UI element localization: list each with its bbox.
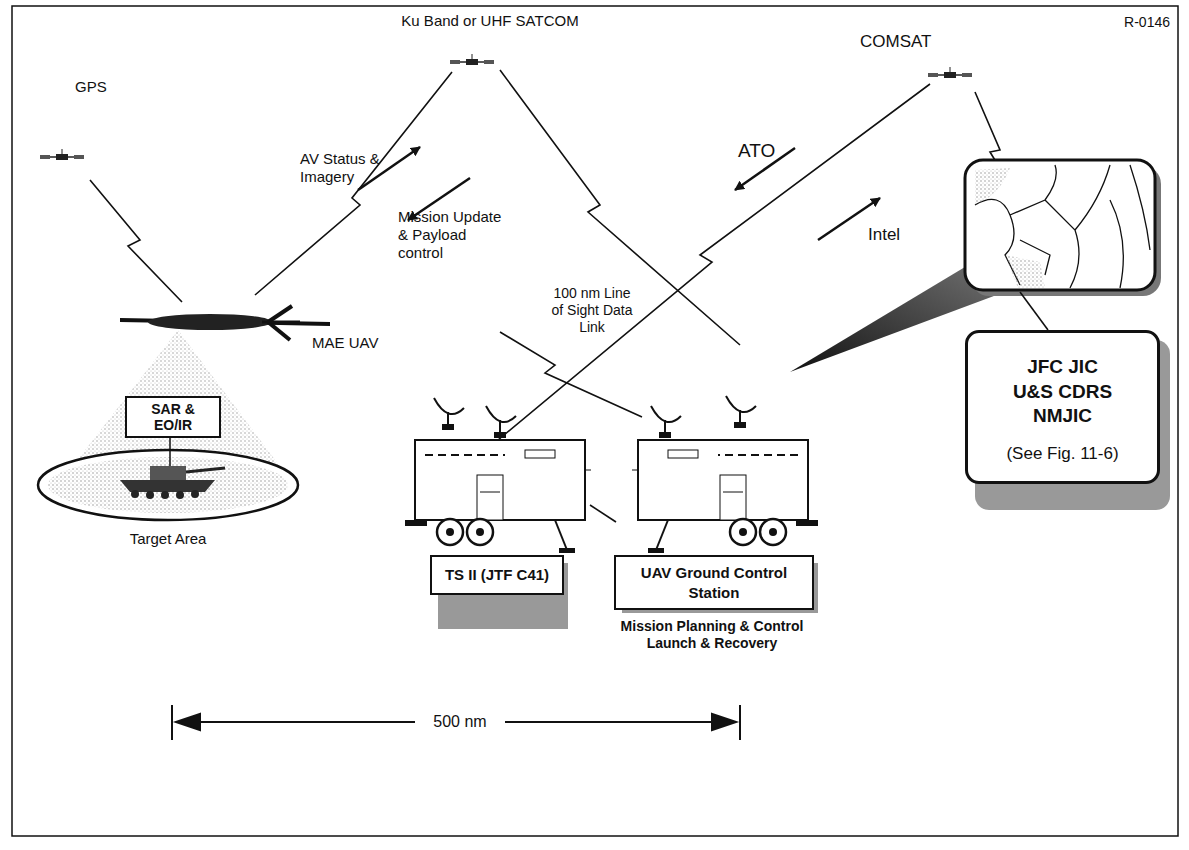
text-label: Intel xyxy=(868,225,928,245)
text-label: Ku Band or UHF SATCOM xyxy=(390,12,590,30)
node-text: SAR & EO/IR xyxy=(131,401,215,433)
node-box: SAR & EO/IR xyxy=(125,396,221,438)
text-label: ATO xyxy=(738,140,788,163)
node-box: UAV Ground Control Station xyxy=(614,555,814,610)
node-text: TS II (JTF C41) xyxy=(436,565,558,585)
ground-control-truck xyxy=(632,396,818,553)
dimension-line xyxy=(172,705,740,740)
node-text: UAV Ground Control Station xyxy=(620,563,808,602)
map-display xyxy=(965,160,1161,296)
text-label: AV Status & Imagery xyxy=(300,150,395,186)
text-label: GPS xyxy=(75,78,135,96)
text-label: 100 nm Line of Sight Data Link xyxy=(548,285,636,335)
text-label: Mission Update & Payload control xyxy=(398,208,510,262)
mae-uav xyxy=(120,306,330,340)
target-area xyxy=(38,450,298,520)
text-label: COMSAT xyxy=(860,32,950,52)
satcom-satellite xyxy=(450,54,494,65)
text-label: MAE UAV xyxy=(312,334,402,352)
gps-satellite xyxy=(40,149,84,160)
node-text: JFC JIC U&S CDRS NMJIC xyxy=(1008,355,1118,429)
map-leader xyxy=(1020,292,1048,330)
text-label: 500 nm xyxy=(415,712,505,731)
text-label: Mission Planning & Control Launch & Reco… xyxy=(612,618,812,652)
comsat-satellite xyxy=(928,67,972,78)
node-box: JFC JIC U&S CDRS NMJIC (See Fig. 11-6) xyxy=(965,330,1160,484)
node-text: (See Fig. 11-6) xyxy=(978,443,1147,465)
node-box: TS II (JTF C41) xyxy=(430,555,564,595)
text-label: R-0146 xyxy=(1100,14,1170,31)
ts-ii-truck xyxy=(405,398,591,553)
text-label: Target Area xyxy=(108,530,228,548)
